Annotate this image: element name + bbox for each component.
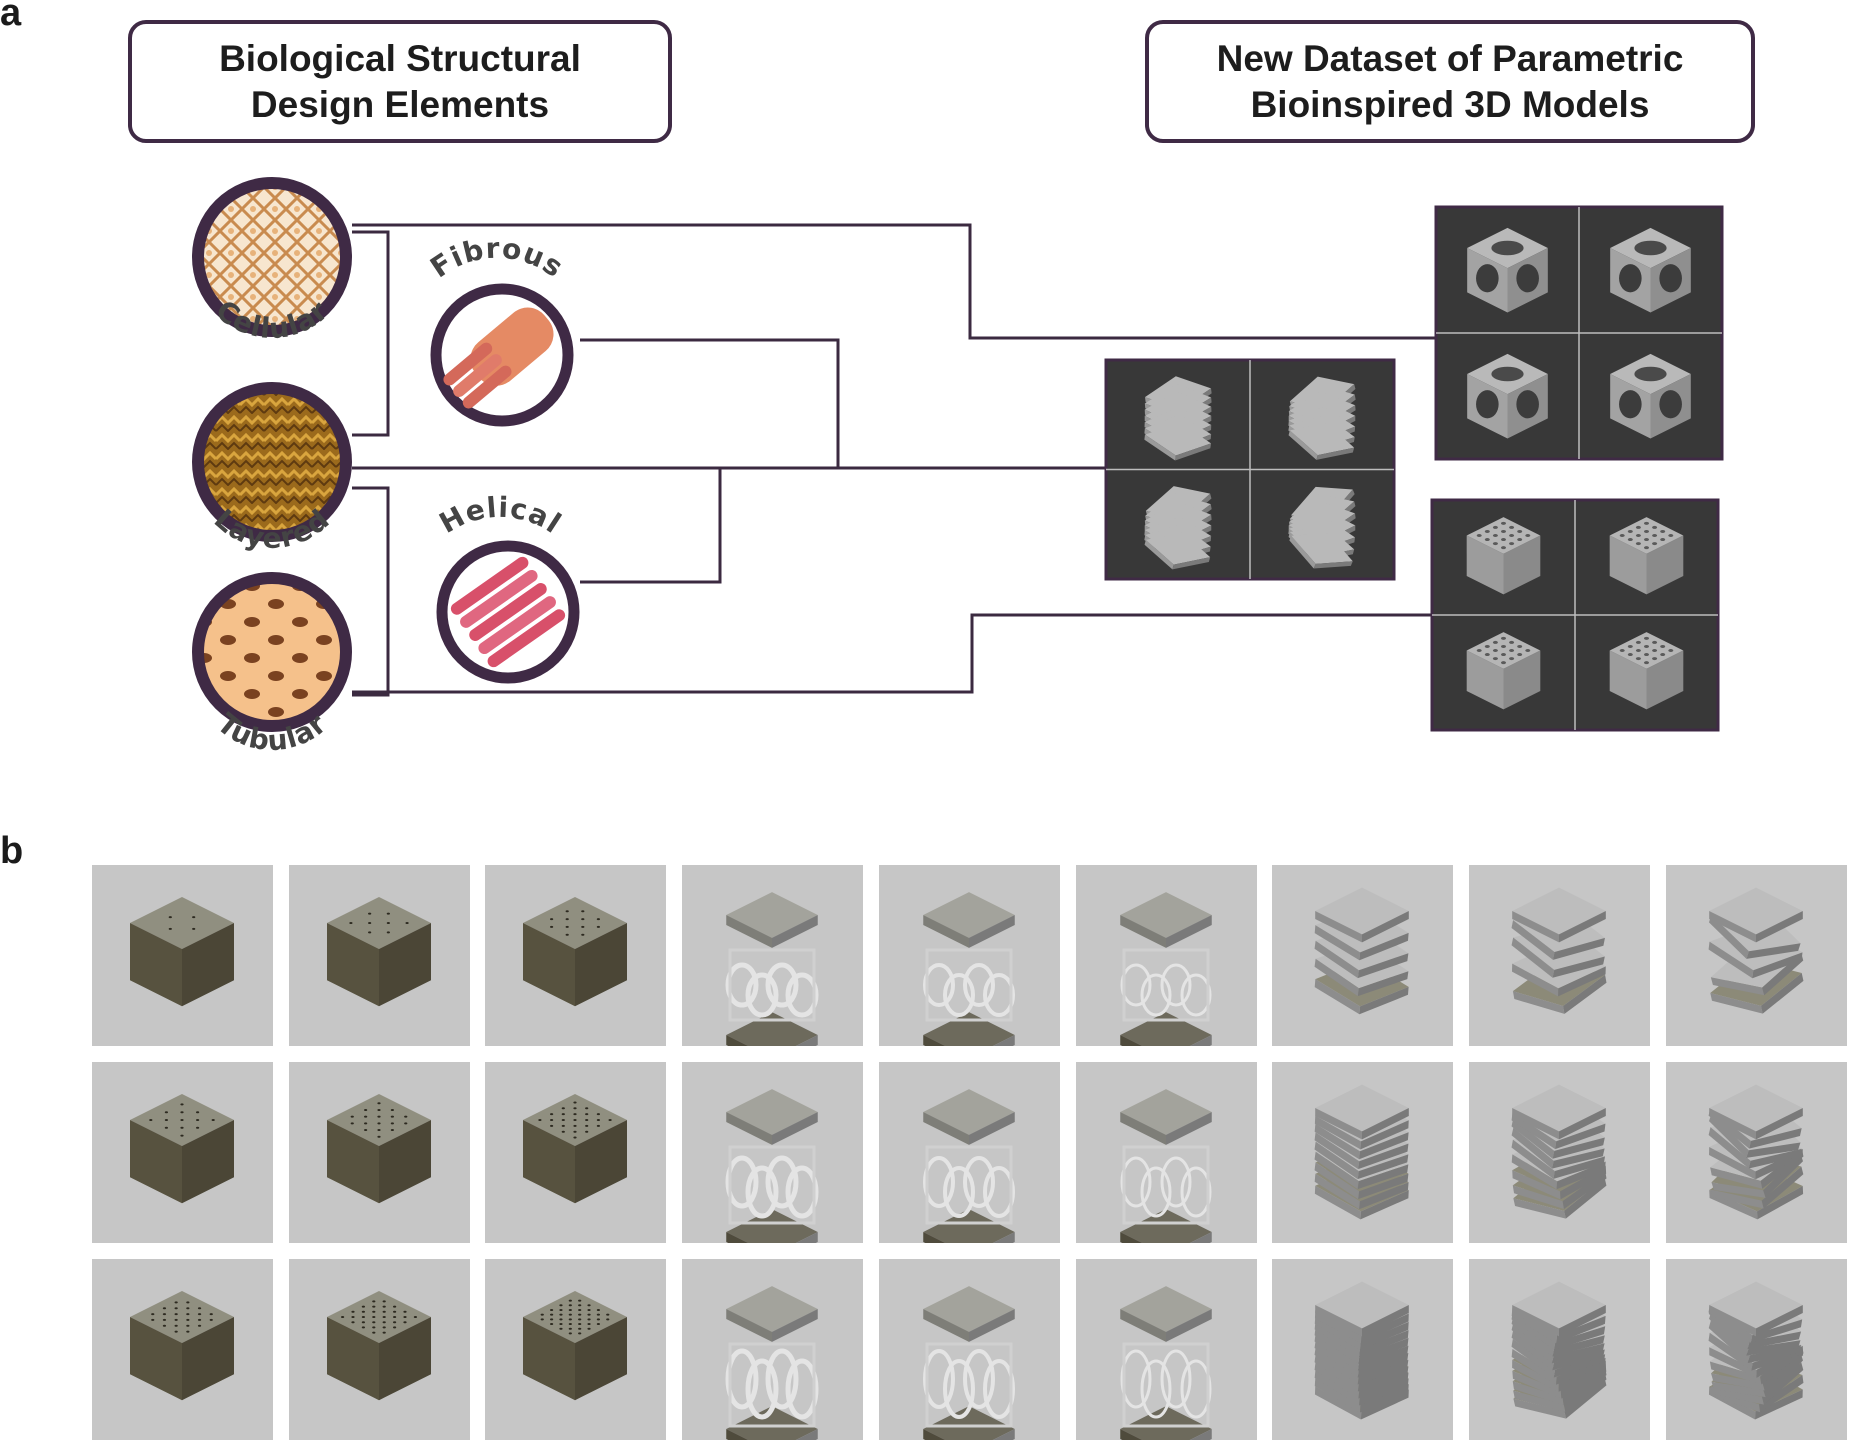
connector-helical — [580, 468, 722, 584]
connector-lines — [352, 223, 1436, 697]
connector-cellular-to-layered — [352, 230, 390, 437]
tubular-model-thumbnail — [92, 1259, 273, 1440]
tubular-model-render — [1609, 517, 1684, 595]
model-render-panels — [1104, 205, 1724, 732]
cellular-model-render — [1467, 227, 1548, 313]
layered-icon — [192, 382, 352, 542]
helical-model-render — [1288, 486, 1356, 569]
fibrous-label: Fibrous — [424, 232, 570, 285]
biological-elements-title: Biological Structural Design Elements — [219, 37, 581, 125]
tubular-model-render — [1466, 632, 1541, 710]
cellular-model-thumbnail — [878, 865, 1060, 1068]
cellular-model-render — [1467, 353, 1548, 439]
tubular-model-thumbnail — [92, 1062, 273, 1243]
tubular-model-thumbnail — [485, 1259, 667, 1440]
cellular-model-render — [1610, 353, 1691, 439]
cellular-icon — [192, 177, 352, 337]
cellular-model-thumbnail — [1075, 865, 1257, 1068]
helical-model-thumbnail — [1272, 865, 1454, 1046]
tubular-models-panel — [1430, 498, 1720, 732]
tubular-model-thumbnail — [288, 1062, 470, 1243]
cellular-model-thumbnail — [878, 1259, 1060, 1446]
tubular-model-render — [1466, 517, 1541, 595]
cellular-model-render — [1610, 227, 1691, 313]
connector-layered-to-tubular — [352, 486, 390, 697]
connector-cellular-to-cellular-models — [352, 223, 1436, 340]
helical-model-thumbnail — [1272, 1062, 1454, 1243]
helical-model-render — [1144, 486, 1212, 570]
helical-model-render — [1144, 376, 1212, 461]
connector-fibrous — [580, 338, 840, 468]
dataset-title-box: New Dataset of Parametric Bioinspired 3D… — [1145, 20, 1755, 143]
cellular-model-thumbnail — [682, 1259, 864, 1446]
tubular-model-thumbnail — [485, 865, 667, 1046]
helical-model-thumbnail — [1468, 1062, 1650, 1243]
helical-icon — [436, 540, 580, 684]
cellular-models-panel — [1434, 205, 1724, 461]
panel-a-label: a — [0, 0, 22, 34]
cellular-model-thumbnail — [1075, 1259, 1257, 1446]
connector-tubular-to-tubular-models — [352, 613, 1432, 694]
helical-model-thumbnail — [1665, 1062, 1847, 1243]
helical-model-render — [1288, 376, 1356, 460]
helical-model-thumbnail — [1665, 1259, 1847, 1440]
dataset-title: New Dataset of Parametric Bioinspired 3D… — [1216, 37, 1684, 125]
cellular-model-thumbnail — [682, 1062, 864, 1265]
tubular-model-thumbnail — [92, 865, 273, 1046]
cellular-model-thumbnail — [878, 1062, 1060, 1265]
tubular-model-render — [1609, 632, 1684, 710]
panel-b-label: b — [0, 830, 24, 872]
biological-elements-title-box: Biological Structural Design Elements — [128, 20, 672, 143]
tubular-icon — [192, 572, 352, 732]
helical-model-thumbnail — [1468, 1259, 1650, 1440]
helical-models-panel — [1104, 358, 1396, 581]
panel-a-diagram: Cellular Layered Tubular Fibrous — [192, 177, 1724, 757]
fibrous-icon — [430, 283, 574, 427]
tubular-model-thumbnail — [288, 1259, 470, 1440]
cellular-model-thumbnail — [682, 865, 864, 1068]
helical-model-thumbnail — [1272, 1259, 1454, 1440]
cellular-model-thumbnail — [1075, 1062, 1257, 1265]
tubular-model-thumbnail — [288, 865, 470, 1046]
helical-label: Helical — [434, 491, 568, 540]
helical-model-thumbnail — [1665, 865, 1847, 1046]
helical-model-thumbnail — [1468, 865, 1650, 1046]
tubular-model-thumbnail — [485, 1062, 667, 1243]
